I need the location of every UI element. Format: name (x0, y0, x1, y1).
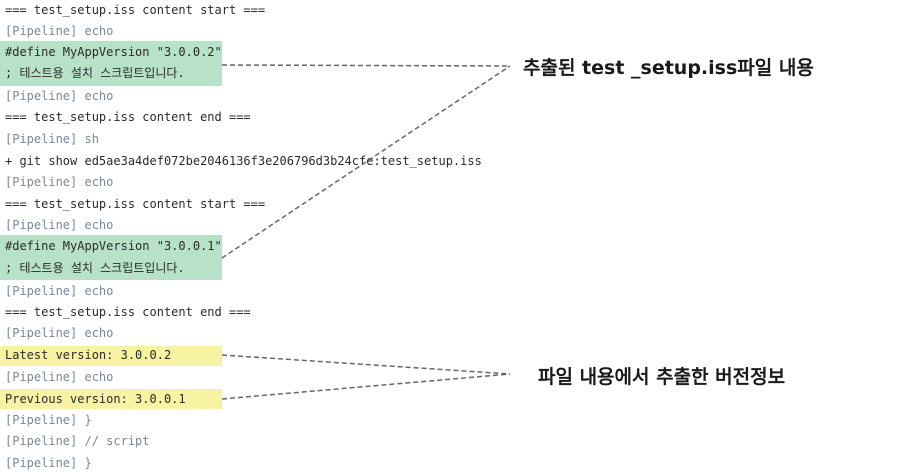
console-line: Latest version: 3.0.0.2 (5, 348, 172, 362)
console-line: + git show ed5ae3a4def072be2046136f3e206… (5, 154, 482, 168)
console-line: [Pipeline] echo (5, 218, 114, 232)
connector-line (221, 354, 511, 375)
console-line: === test_setup.iss content end === (5, 305, 251, 319)
console-line: #define MyAppVersion "3.0.0.2" (5, 45, 222, 59)
console-line: === test_setup.iss content start === (5, 197, 266, 211)
console-line: [Pipeline] echo (5, 326, 114, 340)
console-line: [Pipeline] // script (5, 434, 150, 448)
connector-line (221, 373, 511, 400)
console-line: Previous version: 3.0.0.1 (5, 392, 186, 406)
console-line: [Pipeline] echo (5, 89, 114, 103)
console-line: [Pipeline] echo (5, 370, 114, 384)
console-line: [Pipeline] } (5, 456, 92, 470)
content-highlight-latest (0, 41, 222, 86)
console-line: ; 테스트용 설치 스크립트입니다. (5, 66, 185, 80)
console-line: [Pipeline] } (5, 413, 92, 427)
content-highlight-previous (0, 235, 222, 280)
connector-line (221, 64, 511, 67)
console-line: #define MyAppVersion "3.0.0.1" (5, 239, 222, 253)
console-line: [Pipeline] sh (5, 132, 99, 146)
console-line: ; 테스트용 설치 스크립트입니다. (5, 261, 185, 275)
extracted-content-label: 추출된 test _setup.iss파일 내용 (523, 57, 814, 79)
console-line: [Pipeline] echo (5, 284, 114, 298)
console-line: [Pipeline] echo (5, 24, 114, 38)
extracted-version-label: 파일 내용에서 추출한 버전정보 (538, 366, 786, 388)
console-line: === test_setup.iss content start === (5, 3, 266, 17)
version-highlight-previous (0, 389, 222, 409)
console-line: === test_setup.iss content end === (5, 110, 251, 124)
version-highlight-latest (0, 346, 222, 366)
connector-line (221, 65, 511, 259)
console-line: [Pipeline] echo (5, 175, 114, 189)
